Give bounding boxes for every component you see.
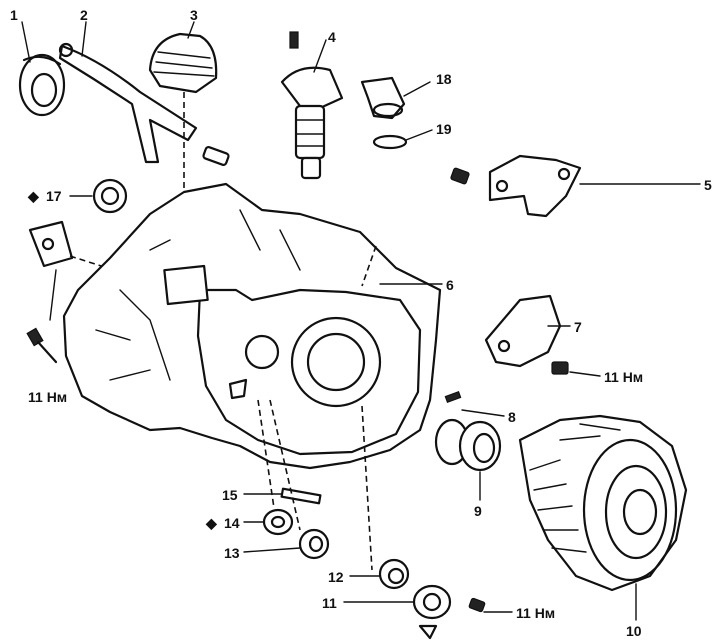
o-ring-part [372, 134, 408, 150]
label-7: 7 [574, 319, 582, 335]
torque-bracket: 11 Нм [604, 369, 643, 385]
label-1: 1 [10, 7, 18, 23]
shift-shaft-part [280, 31, 344, 180]
oil-seal-part-17 [92, 178, 128, 214]
label-3: 3 [190, 7, 198, 23]
cover-plate-leader [49, 269, 57, 321]
snap-ring-part-12 [378, 558, 410, 590]
pin-part-8 [444, 391, 462, 403]
torque-bottom: 11 Нм [516, 605, 555, 621]
label-6: 6 [446, 277, 454, 293]
case-bolt-left [26, 327, 58, 364]
label-10: 10 [626, 623, 642, 639]
label-13: 13 [224, 545, 240, 561]
bearing-race-part-9 [434, 418, 502, 472]
speedometer-gear-part [360, 76, 406, 120]
label-4: 4 [328, 29, 336, 45]
shaft-guide-b [269, 399, 301, 531]
leader-18 [403, 81, 431, 97]
case-top-guide [361, 245, 377, 287]
upper-bracket-part [488, 154, 582, 218]
leader-2 [81, 21, 87, 57]
label-12: 12 [328, 569, 344, 585]
leader-bracket-torque [569, 371, 601, 377]
lower-bracket-part [484, 294, 562, 368]
label-8: 8 [508, 409, 516, 425]
label-19: 19 [436, 121, 452, 137]
transmission-case-part [62, 182, 442, 470]
bracket-bolt-bottom [551, 361, 569, 375]
label-18: 18 [436, 71, 452, 87]
release-bearing-part [18, 53, 66, 117]
leader-3 [187, 21, 195, 39]
release-fork-part [58, 42, 198, 164]
shaft-part-15 [280, 487, 322, 505]
label-2: 2 [80, 7, 88, 23]
leader-1 [21, 21, 31, 63]
bearing-part-13 [298, 528, 330, 560]
leader-13 [243, 547, 301, 553]
label-9: 9 [474, 503, 482, 519]
breather-plug-part [202, 146, 230, 166]
label-15: 15 [222, 487, 238, 503]
diamond-14: ◆ [205, 515, 218, 531]
bearing-guide [361, 405, 373, 571]
case-bolt-bottom [468, 597, 486, 613]
leader-8 [461, 409, 505, 417]
bearing-part-11 [412, 584, 452, 640]
differential-assembly-part [518, 414, 688, 592]
label-17: 17 [46, 188, 62, 204]
diamond-17: ◆ [27, 188, 40, 204]
leader-4 [313, 39, 327, 73]
oil-seal-part-14 [262, 508, 294, 536]
cover-plate-part [28, 220, 74, 268]
label-11: 11 [322, 595, 337, 611]
leader-19 [405, 129, 433, 141]
torque-left: 11 Нм [28, 389, 67, 405]
label-14: 14 [224, 515, 240, 531]
shaft-guide-a [257, 399, 275, 509]
label-5: 5 [704, 177, 712, 193]
shift-boot-part [148, 32, 218, 94]
bracket-bolt-top [450, 167, 470, 185]
